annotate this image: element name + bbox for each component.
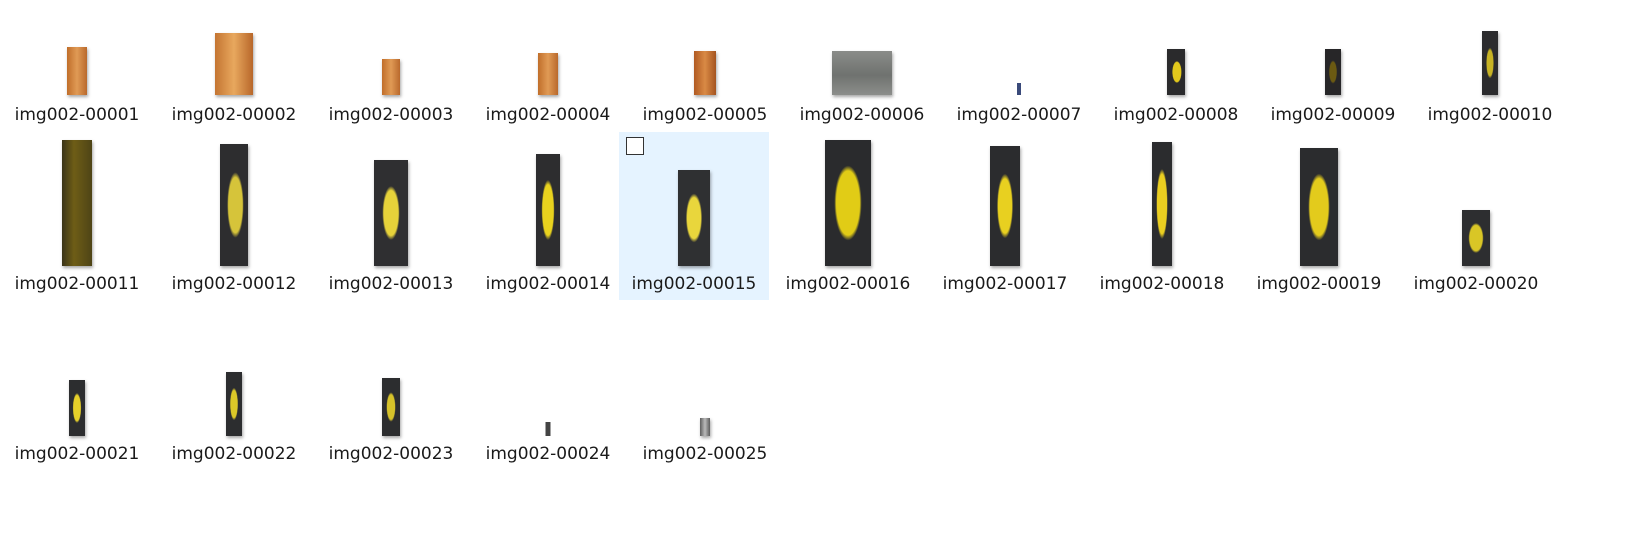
file-tile[interactable]: img002-00010 [1413, 10, 1567, 134]
file-tile-selected[interactable]: img002-00015 [619, 132, 769, 300]
thumbnail-image [220, 144, 248, 266]
file-tile[interactable]: img002-00002 [157, 10, 311, 134]
thumbnail-image [678, 170, 710, 266]
file-name-label: img002-00001 [14, 105, 140, 125]
file-tile[interactable]: img002-00019 [1242, 133, 1396, 301]
file-name-label: img002-00005 [642, 105, 768, 125]
thumbnail-image [67, 47, 87, 95]
file-name-label: img002-00013 [328, 274, 454, 294]
file-tile[interactable]: img002-00008 [1099, 10, 1253, 134]
thumbnail-image [545, 422, 551, 436]
thumbnail-image [215, 33, 253, 95]
thumbnail-image [694, 51, 716, 95]
file-name-label: img002-00002 [171, 105, 297, 125]
thumbnail-image [374, 160, 408, 266]
file-name-label: img002-00017 [942, 274, 1068, 294]
file-tile[interactable]: img002-00024 [471, 303, 625, 471]
thumbnail-image [382, 378, 400, 436]
file-name-label: img002-00003 [328, 105, 454, 125]
file-name-label: img002-00021 [14, 444, 140, 464]
file-tile[interactable]: img002-00012 [157, 133, 311, 301]
thumbnail-image [226, 372, 242, 436]
file-tile[interactable]: img002-00013 [314, 133, 468, 301]
file-tile[interactable]: img002-00014 [471, 133, 625, 301]
file-name-label: img002-00011 [14, 274, 140, 294]
file-name-label: img002-00008 [1113, 105, 1239, 125]
file-tile[interactable]: img002-00016 [771, 133, 925, 301]
thumbnail-image [700, 418, 710, 436]
file-tile[interactable]: img002-00025 [628, 303, 782, 471]
file-name-label: img002-00024 [485, 444, 611, 464]
file-name-label: img002-00014 [485, 274, 611, 294]
file-name-label: img002-00009 [1270, 105, 1396, 125]
thumbnail-image [382, 59, 400, 95]
thumbnail-image [538, 53, 558, 95]
file-name-label: img002-00006 [799, 105, 925, 125]
file-name-label: img002-00020 [1413, 274, 1539, 294]
file-name-label: img002-00016 [785, 274, 911, 294]
file-tile[interactable]: img002-00022 [157, 303, 311, 471]
thumbnail-image [1482, 31, 1498, 95]
file-name-label: img002-00022 [171, 444, 297, 464]
thumbnail-image [1300, 148, 1338, 266]
file-name-label: img002-00004 [485, 105, 611, 125]
selection-checkbox[interactable] [626, 137, 644, 155]
file-tile[interactable]: img002-00020 [1399, 133, 1553, 301]
file-tile[interactable]: img002-00006 [785, 10, 939, 134]
file-tile[interactable]: img002-00007 [942, 10, 1096, 134]
thumbnail-image [1017, 83, 1021, 95]
file-tile[interactable]: img002-00009 [1256, 10, 1410, 134]
thumbnail-image [1325, 49, 1341, 95]
file-name-label: img002-00023 [328, 444, 454, 464]
file-tile[interactable]: img002-00001 [0, 10, 154, 134]
file-tile[interactable]: img002-00017 [928, 133, 1082, 301]
file-name-label: img002-00012 [171, 274, 297, 294]
file-name-label: img002-00007 [956, 105, 1082, 125]
thumbnail-image [990, 146, 1020, 266]
thumbnail-image [1152, 142, 1172, 266]
thumbnail-image [825, 140, 871, 266]
thumbnail-image [1167, 49, 1185, 95]
thumbnail-image [832, 51, 892, 95]
file-tile[interactable]: img002-00021 [0, 303, 154, 471]
file-tile[interactable]: img002-00003 [314, 10, 468, 134]
thumbnail-image [1462, 210, 1490, 266]
file-name-label: img002-00019 [1256, 274, 1382, 294]
file-name-label: img002-00025 [642, 444, 768, 464]
file-tile[interactable]: img002-00023 [314, 303, 468, 471]
file-tile[interactable]: img002-00011 [0, 133, 154, 301]
thumbnail-image [536, 154, 560, 266]
thumbnail-image [69, 380, 85, 436]
thumbnail-image [62, 140, 92, 266]
file-tile[interactable]: img002-00004 [471, 10, 625, 134]
file-tile[interactable]: img002-00005 [628, 10, 782, 134]
file-name-label: img002-00010 [1427, 105, 1553, 125]
file-name-label: img002-00018 [1099, 274, 1225, 294]
file-name-label: img002-00015 [631, 274, 757, 294]
file-tile[interactable]: img002-00018 [1085, 133, 1239, 301]
